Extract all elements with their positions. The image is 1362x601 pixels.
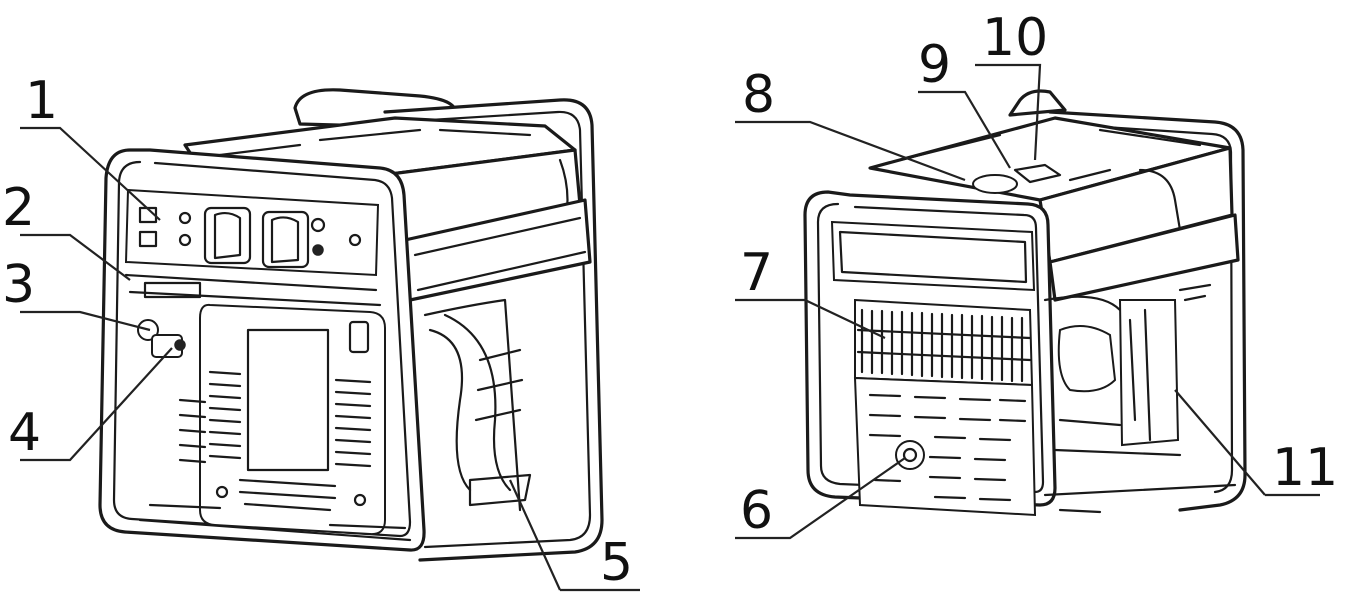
leader-9 (918, 90, 1011, 169)
callout-leaders (20, 63, 1320, 592)
leader-6 (735, 457, 906, 540)
callout-2: 2 (2, 178, 35, 238)
callout-4: 4 (8, 403, 41, 463)
callout-10: 10 (982, 8, 1048, 68)
leader-1 (20, 126, 161, 221)
muffler-slots (868, 393, 1027, 502)
leader-7 (735, 298, 886, 339)
generator-rear-view (803, 89, 1247, 517)
leader-2 (20, 233, 131, 281)
leader-8 (735, 120, 966, 182)
callout-5: 5 (600, 533, 633, 593)
leader-4 (20, 347, 173, 462)
callout-labels: 1 2 3 4 5 6 7 8 9 10 11 (2, 8, 1338, 593)
callout-1: 1 (25, 71, 58, 131)
callout-6: 6 (740, 481, 773, 541)
leader-3 (20, 310, 151, 332)
callout-8: 8 (742, 65, 775, 125)
generator-front-view (98, 88, 604, 562)
callout-9: 9 (918, 35, 951, 95)
callout-11: 11 (1272, 438, 1338, 498)
vent-slots-left (208, 370, 372, 512)
callout-7: 7 (740, 243, 773, 303)
leader-11 (1174, 389, 1320, 497)
leader-10 (975, 63, 1042, 161)
leader-5 (508, 479, 640, 592)
grille-fins (856, 308, 1032, 383)
callout-3: 3 (2, 255, 35, 315)
